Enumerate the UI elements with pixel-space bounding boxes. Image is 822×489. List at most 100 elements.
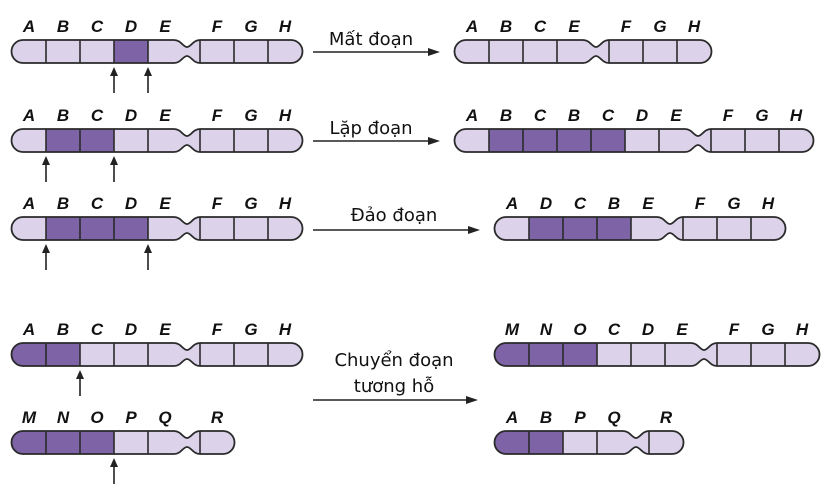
gene-label: D [125, 106, 137, 125]
segment-e [631, 217, 683, 240]
gene-label: C [91, 106, 104, 125]
segment-h [677, 40, 711, 63]
gene-label: H [762, 194, 775, 213]
gene-label: M [505, 320, 520, 339]
segment-g [234, 129, 268, 152]
gene-label: G [244, 106, 257, 125]
inversion-operation-label: Đảo đoạn [351, 205, 438, 226]
gene-label: E [670, 106, 682, 125]
gene-label: H [279, 194, 292, 213]
segment-a [495, 431, 529, 454]
segment-d [631, 343, 665, 366]
segment-b [597, 217, 631, 240]
segment-b [529, 431, 563, 454]
gene-label: G [761, 320, 774, 339]
segment-h [785, 343, 819, 366]
gene-label: E [159, 320, 171, 339]
segment-c [80, 217, 114, 240]
breakpoint-arrow-icon [144, 67, 152, 93]
segment-c [597, 343, 631, 366]
segment-b [46, 129, 80, 152]
chromosome-outline [10, 128, 304, 153]
chromosome-outline [453, 39, 713, 64]
segment-f [683, 217, 717, 240]
segment-r [649, 431, 683, 454]
segment-a [455, 40, 489, 63]
gene-label: G [653, 17, 666, 36]
segment-h [751, 217, 785, 240]
segment-a [12, 343, 46, 366]
segment-f [200, 217, 234, 240]
breakpoint-arrow-icon [76, 370, 84, 396]
segment-h [268, 217, 302, 240]
segment-b [46, 343, 80, 366]
gene-label: A [22, 194, 35, 213]
chromosome-outline [493, 342, 821, 367]
duplication-process-arrow-icon [313, 137, 440, 145]
gene-label: R [660, 408, 673, 427]
gene-label: C [602, 106, 615, 125]
gene-label: D [540, 194, 552, 213]
gene-label: B [57, 17, 69, 36]
gene-label: O [573, 320, 586, 339]
segment-a [12, 129, 46, 152]
segment-o [563, 343, 597, 366]
gene-label: C [91, 194, 104, 213]
gene-label: H [790, 106, 803, 125]
gene-label: H [279, 17, 292, 36]
segment-b [46, 40, 80, 63]
segment-e [148, 129, 200, 152]
chromosome-outline [10, 39, 304, 64]
breakpoint-arrow-icon [110, 458, 118, 484]
gene-label: D [125, 17, 137, 36]
gene-label: P [574, 408, 586, 427]
chromosome-outline [10, 430, 236, 455]
gene-label: D [636, 106, 648, 125]
segment-a [12, 40, 46, 63]
gene-label: C [534, 17, 547, 36]
segment-a [455, 129, 489, 152]
segment-g [745, 129, 779, 152]
gene-label: F [212, 17, 223, 36]
gene-label: H [796, 320, 809, 339]
gene-label: D [125, 194, 137, 213]
segment-b [557, 129, 591, 152]
segment-e [148, 343, 200, 366]
gene-label: G [755, 106, 768, 125]
gene-label: E [159, 17, 171, 36]
gene-label: A [22, 320, 35, 339]
segment-g [751, 343, 785, 366]
segment-c [563, 217, 597, 240]
segment-c [80, 343, 114, 366]
gene-label: H [279, 320, 292, 339]
gene-label: H [279, 106, 292, 125]
deletion-process-arrow-icon [313, 48, 440, 56]
segment-e [557, 40, 609, 63]
gene-label: E [159, 106, 171, 125]
chromosome-outline [493, 430, 685, 455]
segment-d [114, 40, 148, 63]
segment-m [12, 431, 46, 454]
segment-h [268, 129, 302, 152]
segment-g [643, 40, 677, 63]
segment-f [711, 129, 745, 152]
segment-g [234, 217, 268, 240]
gene-label: F [729, 320, 740, 339]
chromosome-outline [493, 216, 787, 241]
gene-label: R [211, 408, 224, 427]
segment-a [12, 217, 46, 240]
chromosome-outline [453, 128, 815, 153]
segment-p [563, 431, 597, 454]
chromosome-outline [10, 216, 304, 241]
gene-label: G [244, 320, 257, 339]
segment-h [268, 40, 302, 63]
gene-label: B [57, 194, 69, 213]
gene-label: C [91, 320, 104, 339]
gene-label: O [90, 408, 103, 427]
gene-label: C [608, 320, 621, 339]
segment-b [46, 217, 80, 240]
